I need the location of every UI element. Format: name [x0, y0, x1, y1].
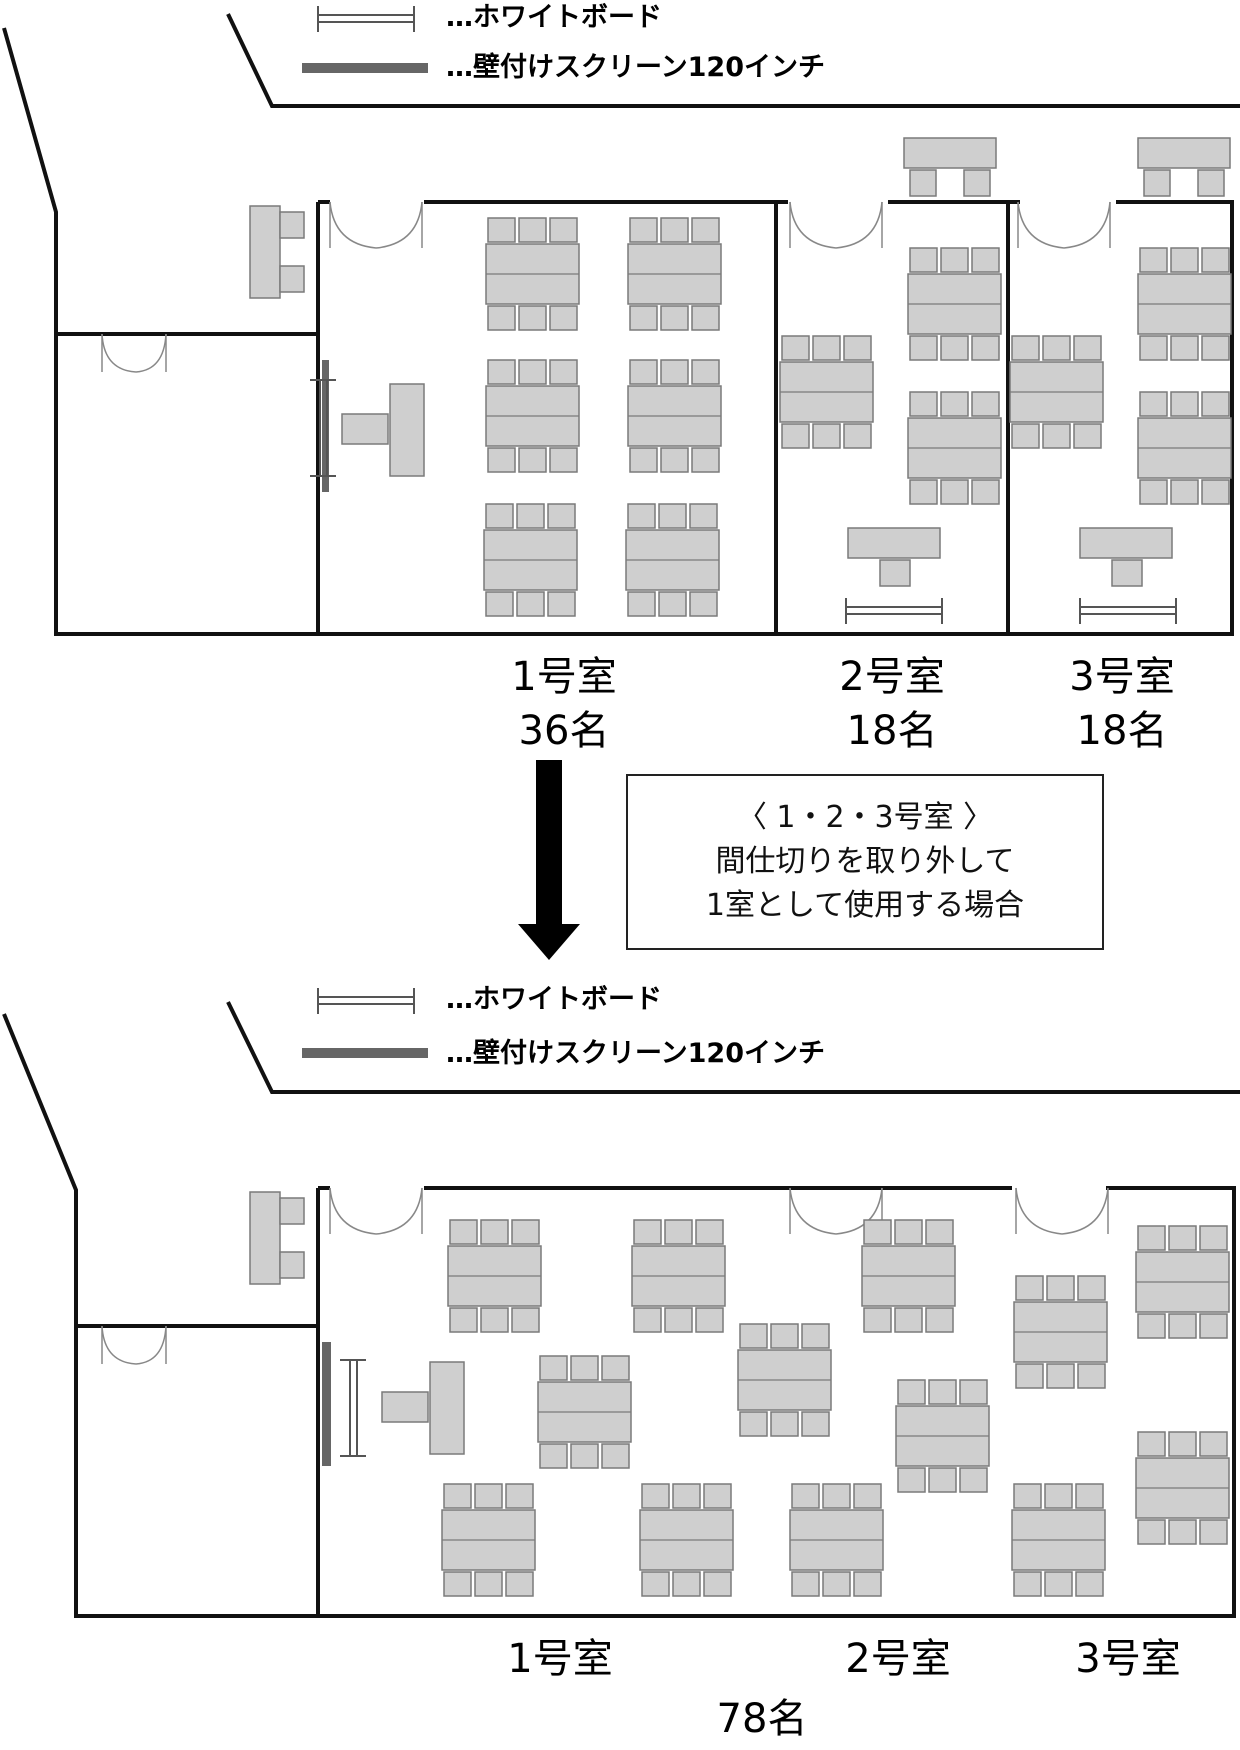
table-cluster-icon	[537, 1355, 632, 1469]
table-cluster-icon	[485, 359, 580, 473]
room3-name: 3号室	[1069, 654, 1174, 700]
table-cluster-icon	[483, 503, 578, 617]
walls-bottom	[2, 1001, 1240, 1618]
furniture-bottom	[249, 1191, 1230, 1597]
door-icon	[329, 201, 423, 249]
note-line-3: 1室として使用する場合	[705, 888, 1025, 923]
door-icon	[101, 333, 167, 373]
table-cluster-icon	[737, 1323, 832, 1437]
table-cluster-icon	[627, 359, 722, 473]
room1-capacity: 36名	[519, 708, 610, 754]
table-cluster-icon	[1135, 1225, 1230, 1339]
whiteboard-icon	[1079, 597, 1177, 625]
table-cluster-icon	[485, 217, 580, 331]
wall-screen-icon	[322, 360, 329, 492]
legend-bottom: …ホワイトボード …壁付けスクリーン120インチ	[302, 984, 825, 1069]
table-cluster-icon	[1009, 335, 1104, 449]
table-cluster-icon	[1013, 1275, 1108, 1389]
table-cluster-icon	[631, 1219, 726, 1333]
reception-desk	[249, 205, 305, 299]
note-line-2: 間仕切りを取り外して	[715, 844, 1015, 879]
combined-capacity: 78名	[717, 1696, 808, 1742]
down-arrow-icon	[518, 760, 580, 960]
legend-screen-label: …壁付けスクリーン120インチ	[446, 1038, 825, 1069]
legend-screen-label: …壁付けスクリーン120インチ	[446, 52, 825, 83]
wall-screen-icon	[302, 1048, 428, 1058]
room1-name-after: 1号室	[507, 1636, 612, 1682]
whiteboard-icon	[339, 1359, 367, 1457]
room2-name: 2号室	[839, 654, 944, 700]
room2-capacity: 18名	[847, 708, 938, 754]
room3-capacity: 18名	[1077, 708, 1168, 754]
note-line-1: 〈 1・2・3号室 〉	[736, 800, 994, 835]
room1-name: 1号室	[511, 654, 616, 700]
legend-whiteboard-label: …ホワイトボード	[446, 984, 662, 1015]
table-cluster-icon	[789, 1483, 884, 1597]
reception-desk	[249, 1191, 305, 1285]
whiteboard-icon	[317, 5, 415, 33]
table-cluster-icon	[625, 503, 720, 617]
room3-name-after: 3号室	[1075, 1636, 1180, 1682]
table-cluster-icon	[627, 217, 722, 331]
table-cluster-icon	[639, 1483, 734, 1597]
door-icon	[789, 201, 883, 249]
door-icon	[1015, 1187, 1109, 1235]
corridor-desk	[903, 137, 997, 197]
wall-screen-icon	[322, 1342, 331, 1466]
table-cluster-icon	[779, 335, 874, 449]
legend-top: …ホワイトボード …壁付けスクリーン120インチ	[302, 2, 825, 83]
room-labels-top: 1号室 36名 2号室 18名 3号室 18名	[511, 654, 1174, 754]
whiteboard-icon	[845, 597, 943, 625]
door-icon	[1017, 201, 1111, 249]
table-cluster-icon	[895, 1379, 990, 1493]
door-icon	[329, 1187, 423, 1235]
door-icon	[101, 1325, 167, 1365]
table-cluster-icon	[1135, 1431, 1230, 1545]
table-cluster-icon	[907, 391, 1002, 505]
note-box: 〈 1・2・3号室 〉 間仕切りを取り外して 1室として使用する場合	[626, 774, 1104, 950]
corridor-desk	[1137, 137, 1231, 197]
lectern-desk	[341, 383, 425, 477]
teacher-desk	[1079, 527, 1173, 587]
room-labels-bottom: 1号室 2号室 3号室 78名	[507, 1636, 1180, 1742]
table-cluster-icon	[441, 1483, 536, 1597]
table-cluster-icon	[907, 247, 1002, 361]
lectern-desk	[381, 1361, 465, 1455]
table-cluster-icon	[1137, 391, 1232, 505]
teacher-desk	[847, 527, 941, 587]
table-cluster-icon	[1011, 1483, 1106, 1597]
whiteboard-icon	[317, 987, 415, 1015]
table-cluster-icon	[447, 1219, 542, 1333]
room2-name-after: 2号室	[845, 1636, 950, 1682]
furniture-top	[249, 137, 1232, 625]
table-cluster-icon	[1137, 247, 1232, 361]
wall-screen-icon	[302, 63, 428, 73]
walls-top	[2, 13, 1240, 636]
legend-whiteboard-label: …ホワイトボード	[446, 2, 662, 33]
table-cluster-icon	[861, 1219, 956, 1333]
